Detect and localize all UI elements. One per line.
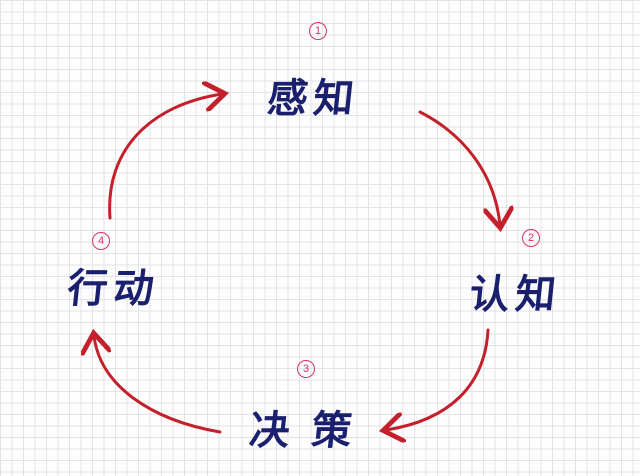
arrow-decision-to-action (94, 336, 222, 434)
step-number-2: 2 (522, 229, 540, 247)
step-number-4: 4 (92, 232, 110, 250)
node-action: 行动 (65, 265, 163, 312)
node-decision: 决策 (247, 407, 377, 454)
arrow-perception-to-cognition (418, 110, 500, 225)
arrow-cognition-to-decision (386, 328, 490, 430)
arrow-action-to-perception (108, 94, 222, 220)
node-perception: 感知 (265, 75, 363, 122)
node-cognition: 认知 (467, 271, 565, 318)
step-number-3: 3 (297, 360, 315, 378)
step-number-1: 1 (309, 22, 327, 40)
